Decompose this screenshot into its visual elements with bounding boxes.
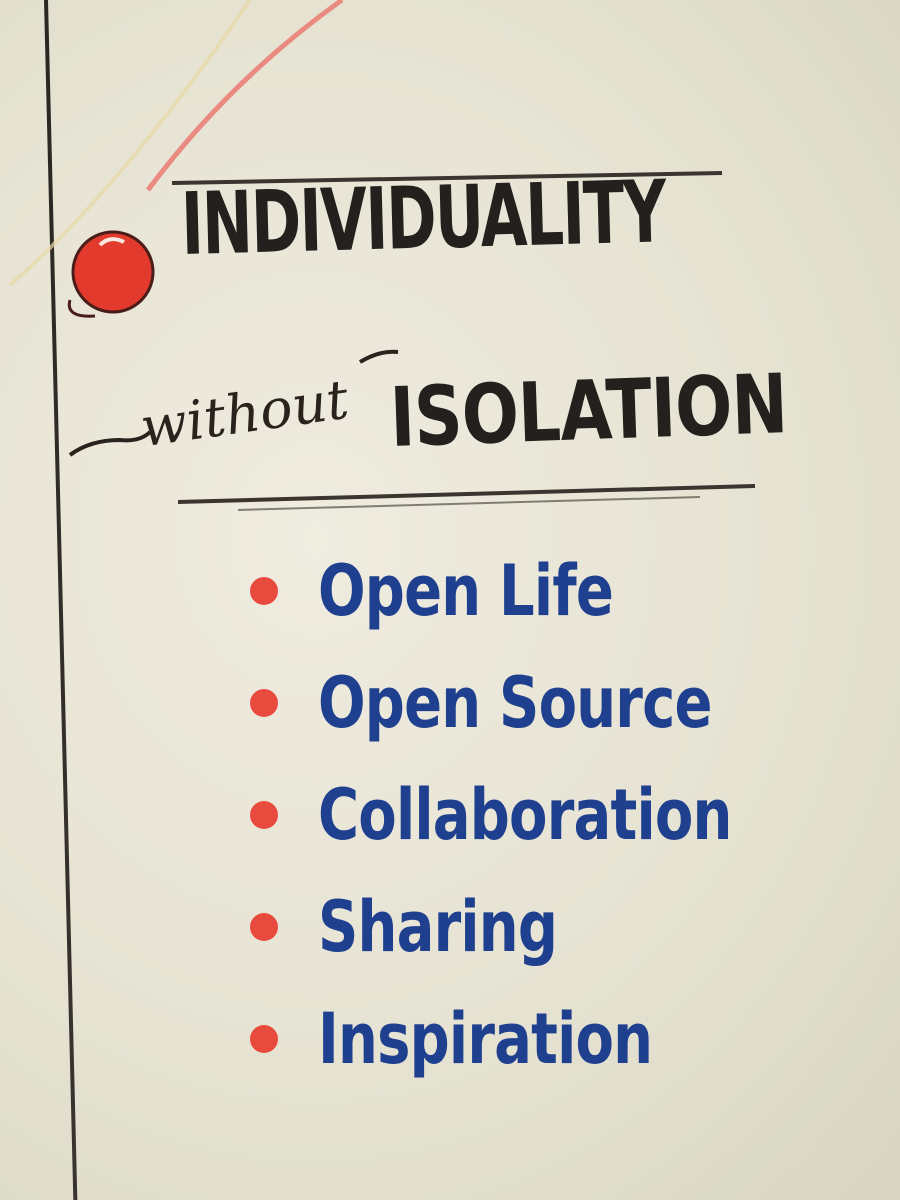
red-dot-bullet-icon (250, 913, 278, 941)
yellow-curve-stroke (8, 0, 252, 287)
list-item-label: Open Source (318, 662, 713, 744)
pink-diagonal-stroke (145, 0, 344, 192)
red-dot-bullet-icon (250, 577, 278, 605)
list-item: Inspiration (250, 983, 835, 1095)
list-item: Open Life (250, 535, 835, 647)
list-item: Sharing (250, 871, 835, 983)
red-dot-bullet-icon (250, 1025, 278, 1053)
bottom-rule-line-2 (237, 496, 701, 511)
list-item-label: Open Life (318, 550, 614, 632)
list-item: Open Source (250, 647, 835, 759)
bullet-list: Open Life Open Source Collaboration Shar… (250, 535, 835, 1095)
red-dot-bullet-icon (250, 689, 278, 717)
list-item-label: Sharing (318, 886, 558, 968)
red-dot-bullet-icon (250, 801, 278, 829)
list-item: Collaboration (250, 759, 835, 871)
list-item-label: Inspiration (318, 998, 653, 1080)
red-circle-bullet-icon (67, 230, 155, 318)
without-swoosh-left (68, 430, 152, 457)
top-rule-line (171, 171, 723, 185)
heading-isolation: ISOLATION (388, 357, 789, 466)
without-swoosh-right (358, 349, 399, 364)
heading-individuality: INDIVIDUALITY (179, 162, 667, 275)
list-item-label: Collaboration (318, 774, 732, 856)
bottom-rule-line (177, 484, 756, 504)
